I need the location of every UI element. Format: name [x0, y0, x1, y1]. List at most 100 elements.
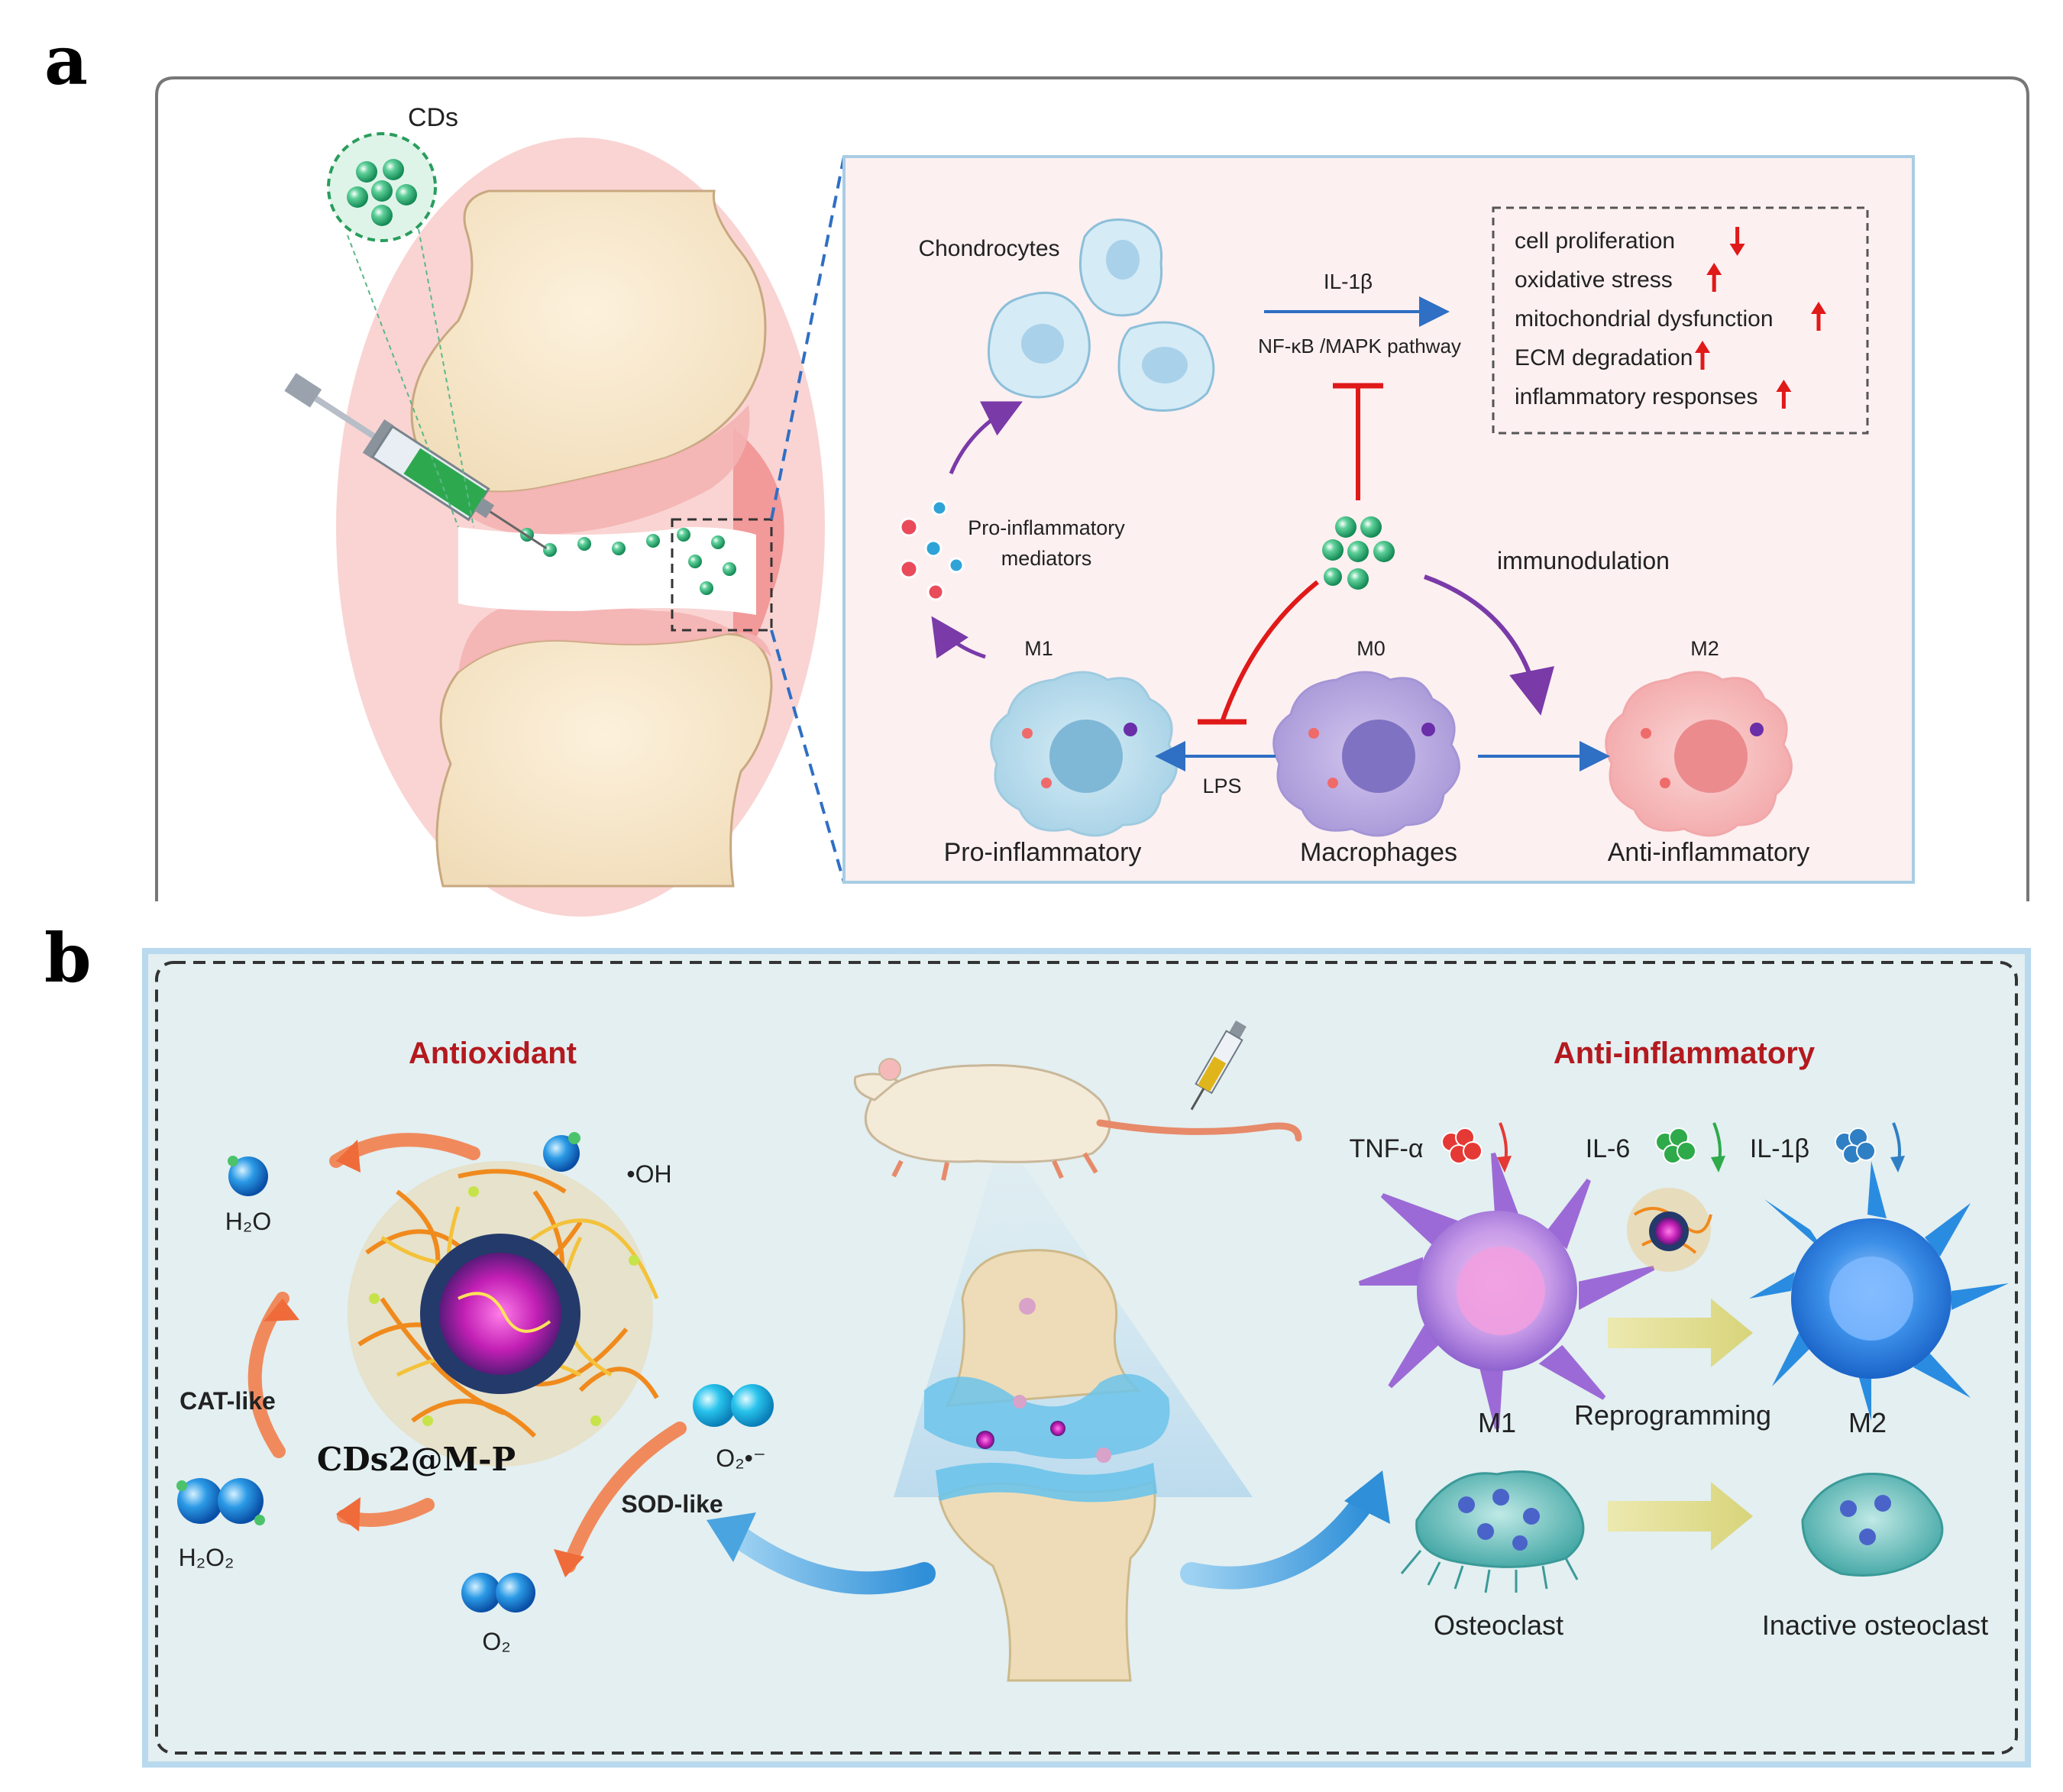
- chondrocyte-nucleus: [1021, 324, 1064, 364]
- blue-arrow-to-anti-inflammatory: [1180, 1486, 1379, 1590]
- cytokine-row: TNF-α IL-6 IL-1β: [1349, 1122, 1905, 1173]
- chondrocytes-label: Chondrocytes: [918, 236, 1059, 261]
- zoom-guide-right: [418, 228, 474, 528]
- blue-arrowhead-left: [707, 1512, 756, 1562]
- mediator-particles: [899, 500, 965, 601]
- superoxide-label: O₂•⁻: [716, 1444, 765, 1472]
- cat-like-label: CAT-like: [179, 1387, 276, 1415]
- increase-arrow-icon: [1695, 341, 1710, 370]
- m0-to-m2-promotion-arrow: [1423, 574, 1554, 716]
- panel-b-dashed-frame: [155, 961, 2018, 1755]
- nanozyme-label: CDs2@M-P: [317, 1441, 516, 1478]
- effects-box: [1492, 206, 1869, 435]
- m1-label: M1: [1024, 637, 1053, 660]
- superoxide-molecule-icon: [693, 1384, 774, 1427]
- hydroxyl-label: •OH: [626, 1160, 671, 1188]
- rat-tail: [1096, 1119, 1302, 1142]
- tibia: [435, 632, 773, 888]
- panel-b: b Antioxidant Anti-inflammatory: [44, 918, 2031, 1768]
- m2-spiky-macrophage: [1749, 1161, 2009, 1421]
- cytokine-label: TNF-α: [1349, 1134, 1423, 1163]
- m0-label: M0: [1356, 637, 1386, 660]
- o2-label: O₂: [482, 1628, 510, 1655]
- rat-legs: [891, 1152, 1098, 1181]
- lps-label: LPS: [1202, 775, 1241, 797]
- pathway-label: NF-κB /MAPK pathway: [1258, 335, 1461, 357]
- h2o2-molecule-icon: [176, 1478, 265, 1525]
- effect-item-label: ECM degradation: [1515, 345, 1693, 370]
- chondrocyte-nucleus: [1142, 347, 1188, 383]
- panel-a-letter: a: [44, 21, 88, 100]
- decrease-arrow-icon: [1497, 1122, 1512, 1173]
- sod-like-label: SOD-like: [621, 1490, 723, 1518]
- mediators-to-chondrocytes-arrow: [949, 401, 1023, 474]
- zoom-connector-top: [770, 156, 846, 520]
- antioxidant-cycle: CDs2@M-P H₂O •OH CAT-like H₂O₂: [176, 1132, 774, 1655]
- osteoclast-cell: [1400, 1470, 1585, 1593]
- pro-inflammatory-label: Pro-inflammatory: [944, 838, 1142, 867]
- sod-like-arrow: [562, 1422, 687, 1573]
- blue-arrow-to-antioxidant: [726, 1524, 936, 1595]
- h2o2-label: H₂O₂: [179, 1544, 234, 1571]
- effect-item-label: mitochondrial dysfunction: [1515, 306, 1774, 332]
- anti-inflammatory-label: Anti-inflammatory: [1608, 838, 1810, 867]
- decrease-arrow-icon: [1890, 1122, 1905, 1173]
- rat-body: [864, 1064, 1111, 1163]
- decrease-arrow-icon: [1711, 1122, 1725, 1173]
- chondrocyte-nucleus: [1106, 240, 1140, 280]
- effect-item-label: cell proliferation: [1515, 228, 1675, 254]
- osteoclast-label: Osteoclast: [1434, 1609, 1563, 1641]
- increase-arrow-icon: [1706, 263, 1722, 292]
- zoom-connector-bottom: [770, 629, 846, 883]
- nanozyme-small-icon: [1627, 1188, 1712, 1272]
- panel-a-frame: [155, 76, 2029, 901]
- effect-item-label: oxidative stress: [1515, 267, 1673, 293]
- zoom-region-box: [671, 518, 773, 632]
- hydroxyl-radical-icon: [543, 1132, 580, 1172]
- o2-molecule-icon: [461, 1573, 535, 1612]
- syringe-small-icon: [1190, 1021, 1247, 1111]
- chondrocytes-cluster: [987, 218, 1215, 412]
- rat-ear: [878, 1058, 901, 1081]
- effects-list: cell proliferation oxidative stress mitoch…: [1515, 227, 1826, 409]
- tibia-cartilage: [458, 603, 771, 672]
- h2o-label: H₂O: [225, 1208, 271, 1235]
- m1-to-mediators-arrow: [931, 616, 986, 659]
- m1-macrophage: [990, 671, 1178, 837]
- cytokine-label: IL-6: [1586, 1134, 1631, 1163]
- cytokine-cluster-icon: [1655, 1127, 1696, 1164]
- rat-injection-illustration: [853, 1021, 1302, 1181]
- m1-b-label: M1: [1478, 1407, 1516, 1438]
- m1-inhibition-curve: [1220, 580, 1319, 723]
- nanozyme-particle: [348, 1161, 659, 1467]
- antioxidant-title: Antioxidant: [409, 1037, 577, 1070]
- cytokine-cluster-icon: [1441, 1127, 1483, 1164]
- m2-macrophage: [1605, 671, 1793, 837]
- macrophages-label: Macrophages: [1300, 838, 1457, 867]
- cds-label: CDs: [408, 103, 458, 132]
- cytokine-label: IL-1β: [1750, 1134, 1809, 1163]
- syringe-icon: [284, 373, 548, 550]
- m2-label: M2: [1690, 637, 1719, 660]
- m1-spiky-macrophage: [1358, 1152, 1655, 1429]
- reprogramming-arrow: [1608, 1299, 1753, 1367]
- increase-arrow-icon: [1776, 380, 1792, 409]
- blue-arrowhead-right: [1344, 1470, 1390, 1524]
- anti-inflammatory-title: Anti-inflammatory: [1554, 1037, 1816, 1070]
- immunomodulation-label: immunodulation: [1497, 547, 1670, 574]
- femur-cartilage: [416, 405, 750, 535]
- effect-item-label: inflammatory responses: [1515, 384, 1757, 409]
- cds-center-cluster: [1322, 516, 1395, 590]
- increase-arrow-icon: [1811, 302, 1826, 331]
- inactive-osteoclast-label: Inactive osteoclast: [1762, 1609, 1988, 1641]
- knee-joint-illustration: CDs: [284, 103, 825, 917]
- decrease-arrow-icon: [1729, 227, 1745, 256]
- osteoclast-inactivation-arrow: [1608, 1482, 1753, 1551]
- cds-particles-icon: [347, 159, 417, 226]
- m2-b-label: M2: [1848, 1407, 1887, 1438]
- mediators-label-line1: Pro-inflammatory: [968, 516, 1125, 539]
- mediators-label-line2: mediators: [1001, 547, 1092, 570]
- knee-3d-illustration: [924, 1249, 1170, 1682]
- m0-macrophage: [1272, 671, 1460, 837]
